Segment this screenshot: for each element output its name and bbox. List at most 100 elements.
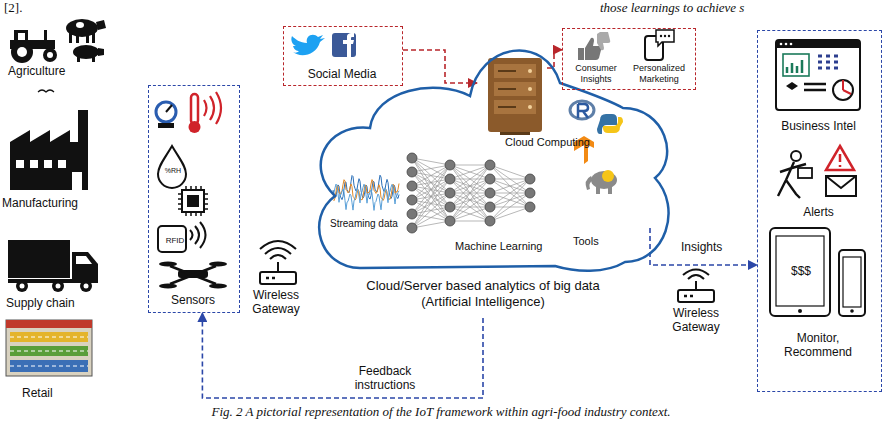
plain-label: Agriculture <box>8 64 65 78</box>
social-icons <box>291 33 356 57</box>
truck-icon <box>8 240 98 292</box>
nn-link <box>490 165 530 179</box>
nn-neuron <box>485 202 495 212</box>
node-text: Wireless Gateway <box>244 288 308 317</box>
nn-neuron <box>407 195 417 205</box>
node-text: Business Intel <box>758 119 879 133</box>
social-media-box: Social Media <box>283 26 403 86</box>
nn-neuron <box>407 181 417 191</box>
nn-link <box>450 193 490 221</box>
nn-link <box>412 165 450 200</box>
nn-link <box>490 179 530 207</box>
nn-neuron <box>407 153 417 163</box>
data-trace <box>333 184 399 210</box>
nn-link <box>490 179 530 207</box>
sensor-icons <box>156 92 227 289</box>
nn-neuron <box>445 202 455 212</box>
nn-link <box>450 179 490 221</box>
plain-label: Retail <box>22 386 53 400</box>
sensors-box: %RH RFID Sensors <box>148 85 240 313</box>
consumer-box: Consumer InsightsPersonalized Marketing <box>562 28 696 90</box>
nn-link <box>412 165 450 214</box>
nn-neuron <box>485 174 495 184</box>
gateway-label: Wireless Gateway <box>664 306 731 340</box>
plain-label: Manufacturing <box>2 196 78 210</box>
nn-link <box>490 179 530 193</box>
nn-neuron <box>525 202 535 212</box>
node-text: RFID <box>160 236 190 246</box>
consumer-icons <box>578 30 674 60</box>
nn-link <box>450 207 490 221</box>
nn-link <box>412 207 450 228</box>
alerts-icon <box>778 146 856 198</box>
nn-neuron <box>525 188 535 198</box>
dashed-arrow <box>202 313 483 398</box>
nn-link <box>490 165 530 207</box>
edge-label: Insights <box>681 240 722 254</box>
nn-link <box>490 193 530 221</box>
node-text: Sensors <box>149 293 237 307</box>
nn-link <box>450 165 490 207</box>
edge-label: Feedback instructions <box>345 364 425 393</box>
dashed-arrow <box>650 228 757 265</box>
nn-neuron <box>445 174 455 184</box>
node-text: %RH <box>161 167 185 175</box>
nn-neuron <box>485 216 495 226</box>
nn-link <box>450 165 490 221</box>
nn-link <box>450 165 490 193</box>
nn-link <box>412 179 450 228</box>
outputs-box: Business IntelAlerts $$$ Monitor, Recommen… <box>757 30 882 392</box>
nn-neuron <box>525 174 535 184</box>
nn-neuron <box>445 216 455 226</box>
nn-link <box>412 221 450 228</box>
nn-neuron <box>407 209 417 219</box>
node-text: Social Media <box>284 67 400 81</box>
node-text: Monitor, Recommend <box>773 331 863 360</box>
nn-link <box>450 193 490 221</box>
plain-label: those learnings to achieve s <box>600 0 744 16</box>
nn-link <box>450 165 490 179</box>
node-text: Alerts <box>758 205 879 219</box>
gateway-label: Wireless Gateway <box>244 288 311 322</box>
node-text: Cloud Computing <box>505 136 590 149</box>
cloud-outline-path <box>319 50 668 270</box>
server-icon <box>488 58 542 135</box>
nn-link <box>450 179 490 221</box>
node-text: Wireless Gateway <box>664 306 728 335</box>
node-text: Consumer Insights <box>567 63 625 85</box>
nn-link <box>412 158 450 221</box>
nn-neuron <box>485 160 495 170</box>
node-text: Streaming data <box>330 218 398 230</box>
gateway-icon-right <box>678 270 714 303</box>
nn-link <box>490 179 530 193</box>
nn-link <box>490 179 530 180</box>
neural-network <box>407 153 535 233</box>
streaming-data-plot <box>333 175 399 210</box>
nn-link <box>450 221 490 222</box>
node-text: Cloud/Server based analytics of big data… <box>348 278 618 309</box>
figure-caption: Fig. 2 A pictorial representation of the… <box>0 404 882 420</box>
nn-neuron <box>445 160 455 170</box>
business-intel-icon <box>776 40 860 110</box>
node-text: Tools <box>573 235 599 248</box>
nn-neuron <box>445 188 455 198</box>
nn-neuron <box>485 188 495 198</box>
agriculture-icon <box>10 19 106 63</box>
plain-label: Supply chain <box>6 296 75 310</box>
nn-link <box>450 207 490 221</box>
nn-link <box>412 193 450 228</box>
nn-link <box>450 165 490 193</box>
nn-link <box>412 165 450 228</box>
gateway-icon-left <box>260 241 296 284</box>
retail-icon <box>6 320 92 376</box>
nn-link <box>450 165 490 166</box>
nn-neuron <box>407 167 417 177</box>
nn-link <box>450 165 490 207</box>
nn-neuron <box>407 223 417 233</box>
nn-link <box>450 165 490 179</box>
node-text: $$$ <box>779 264 823 278</box>
nn-link <box>412 158 450 207</box>
node-text: Machine Learning <box>455 240 542 253</box>
plain-label: [2]. <box>4 0 22 16</box>
